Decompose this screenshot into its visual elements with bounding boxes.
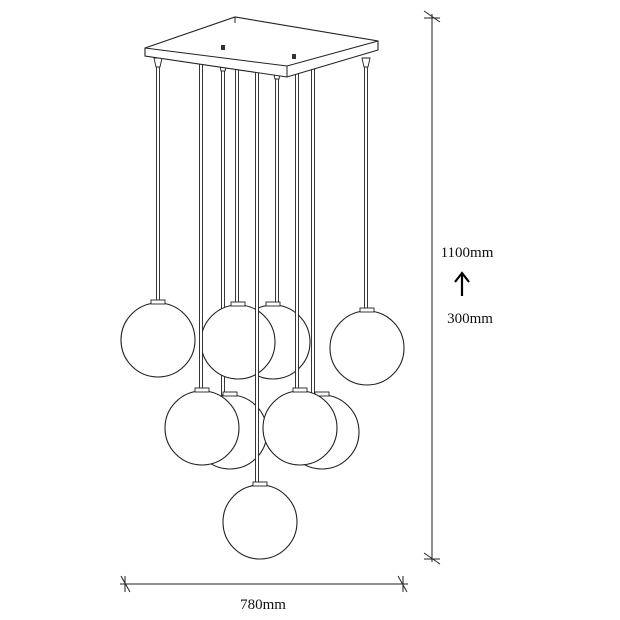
glass-globe (329, 310, 405, 386)
dimension-height (423, 10, 441, 565)
glass-globe (120, 302, 196, 378)
screw-icon (292, 54, 296, 59)
screw-icon (221, 45, 225, 50)
width-label: 780mm (240, 597, 286, 613)
rod (364, 65, 368, 312)
dimension-width (120, 575, 408, 593)
rod (199, 59, 203, 392)
arrow-up-icon (454, 271, 470, 296)
rod-cap (361, 57, 371, 68)
globe-holder (292, 387, 308, 393)
rod (295, 51, 299, 392)
globe-holder (265, 301, 281, 307)
globe-holder (222, 391, 238, 397)
globe-holder (252, 481, 268, 487)
rod (275, 77, 279, 306)
glass-globe (222, 484, 298, 560)
pendant-light (262, 43, 338, 466)
ceiling-canopy (144, 16, 379, 78)
globe-holder (194, 387, 210, 393)
rod (156, 65, 160, 304)
globe-holder (230, 301, 246, 307)
height-label: 1100mm (441, 245, 494, 261)
min-height-label: 300mm (447, 311, 493, 327)
globe-holder (359, 307, 375, 313)
globe-holder (150, 299, 166, 305)
canopy-plate (144, 16, 379, 78)
rod-cap (153, 57, 163, 68)
glass-globe (200, 304, 276, 380)
rod (235, 39, 239, 306)
globes (120, 31, 405, 560)
glass-globe (262, 390, 338, 466)
pendant-light (120, 57, 196, 378)
glass-globe (164, 390, 240, 466)
pendant-light (164, 51, 240, 466)
pendant-light (200, 31, 276, 380)
rod (255, 59, 259, 486)
rod (311, 67, 315, 396)
pendant-light (329, 57, 405, 386)
